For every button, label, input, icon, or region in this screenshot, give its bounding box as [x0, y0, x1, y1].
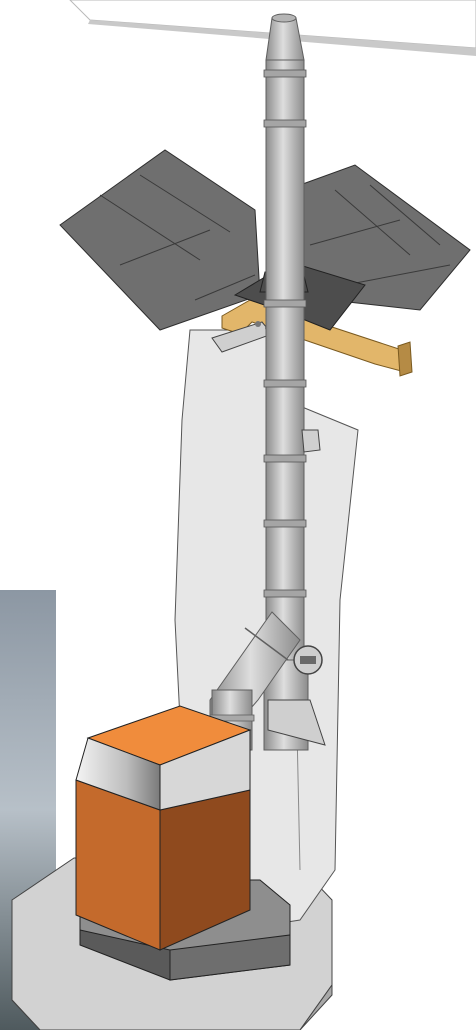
cleanout-handle: [300, 656, 316, 664]
pipe-joint-band: [263, 589, 307, 598]
pipe-joint-band: [263, 454, 307, 463]
wall-support-bracket: [301, 429, 321, 453]
pipe-joints: [263, 69, 307, 598]
stove-side-slope: [159, 729, 251, 811]
bracket-bolt: [255, 321, 261, 327]
stove-plinth-side: [169, 934, 291, 981]
pipe-joint-band: [263, 119, 307, 128]
pipe-joint-band: [263, 379, 307, 388]
shingle-lines: [99, 174, 451, 301]
flue-pipe: [265, 59, 305, 721]
pipe-joint-band: [263, 299, 307, 308]
pipe-joint-band: [263, 69, 307, 78]
chimney-cap-opening: [271, 13, 297, 23]
elbow-joint: [244, 627, 289, 661]
roof-rafter-end: [397, 341, 413, 377]
roof-shingles: [59, 149, 261, 331]
pipe-joint-band: [263, 519, 307, 528]
hearth-pad-edge: [11, 983, 333, 1030]
tee-bracket: [267, 699, 326, 746]
